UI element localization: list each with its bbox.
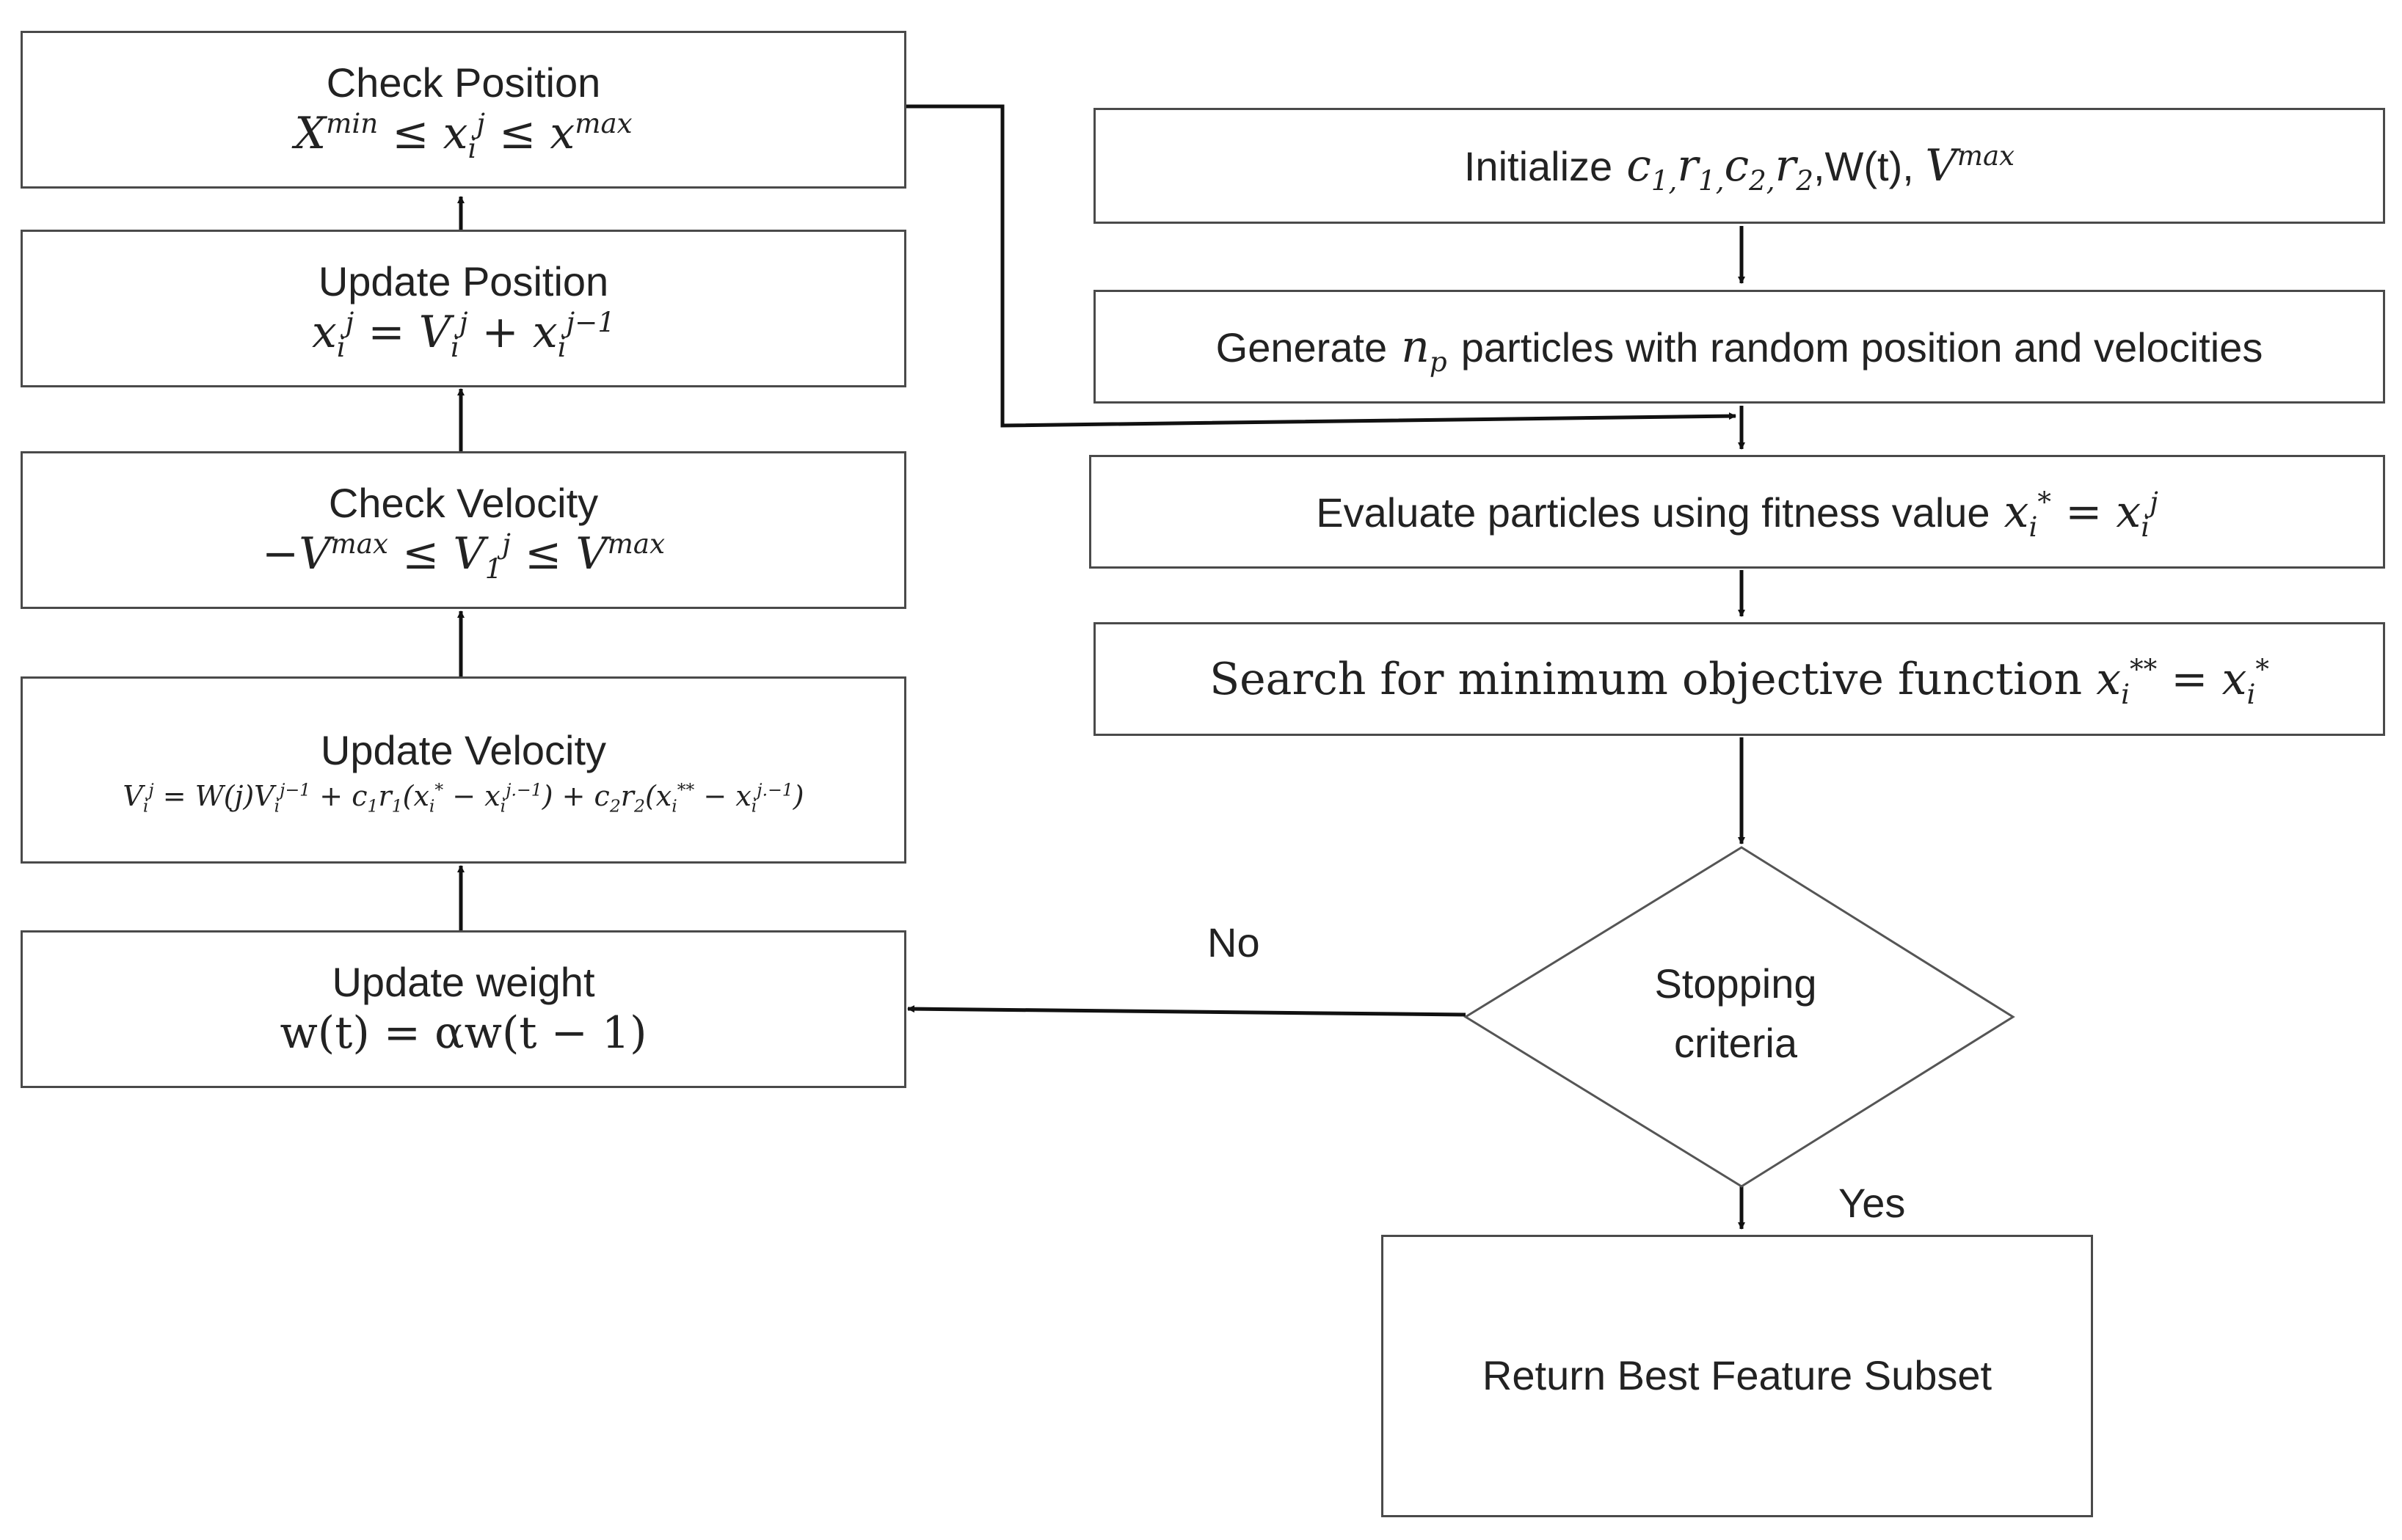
search-text: Search for minimum objective function xi…: [1209, 652, 2269, 710]
search-prefix: Search for minimum objective function: [1209, 653, 2083, 705]
generate-text: Generate np particles with random positi…: [1215, 321, 2263, 378]
update-weight-box: Update weight w(t) = αw(t − 1): [21, 930, 906, 1088]
evaluate-box: Evaluate particles using fitness value x…: [1089, 455, 2385, 569]
update-velocity-formula: Vij = W(j)Vij−1 + c1r1(xi* − xij.−1) + c…: [123, 779, 804, 817]
update-velocity-box: Update Velocity Vij = W(j)Vij−1 + c1r1(x…: [21, 676, 906, 864]
edge-label-no: No: [1207, 919, 1260, 966]
arrow-check-position-loop-to-evaluate: [906, 104, 1736, 428]
check-velocity-title: Check Velocity: [328, 480, 599, 527]
check-velocity-formula: −Vmax ≤ V1j ≤ Vmax: [261, 527, 666, 585]
update-weight-title: Update weight: [332, 959, 595, 1006]
return-box: Return Best Feature Subset: [1381, 1235, 2093, 1517]
check-position-box: Check Position Xmin ≤ xij ≤ xmax: [21, 31, 906, 189]
update-position-box: Update Position xij = Vij + xij−1: [21, 230, 906, 387]
check-velocity-box: Check Velocity −Vmax ≤ V1j ≤ Vmax: [21, 451, 906, 609]
initialize-vmax: Vmax: [1925, 139, 2015, 191]
evaluate-formula: xi* = xij: [1990, 485, 2158, 543]
update-position-formula: xij = Vij + xij−1: [311, 305, 616, 363]
update-weight-formula: w(t) = αw(t − 1): [280, 1007, 647, 1059]
check-position-formula: Xmin ≤ xij ≤ xmax: [294, 106, 633, 164]
arrow-decision-no-to-update-weight: [907, 1005, 1466, 1017]
search-box: Search for minimum objective function xi…: [1093, 622, 2385, 736]
evaluate-text: Evaluate particles using fitness value x…: [1316, 485, 2158, 543]
generate-prefix: Generate: [1215, 324, 1388, 371]
evaluate-prefix: Evaluate particles using fitness value: [1316, 489, 1990, 536]
decision-line1: Stopping: [1654, 960, 1817, 1007]
decision-label: Stopping criteria: [1464, 954, 2007, 1073]
search-formula: xi** = xi*: [2082, 652, 2269, 710]
return-title: Return Best Feature Subset: [1482, 1352, 1992, 1399]
generate-suffix: particles with random position and veloc…: [1460, 324, 2263, 371]
decision-diamond: [1463, 846, 2015, 1188]
edge-label-yes: Yes: [1838, 1180, 1906, 1226]
initialize-params: c1,r1,c2,r2: [1612, 140, 1813, 197]
generate-box: Generate np particles with random positi…: [1093, 290, 2385, 404]
decision-line2: criteria: [1673, 1020, 1798, 1067]
update-position-title: Update Position: [318, 258, 609, 305]
initialize-mid: ,W(t),: [1813, 143, 1926, 189]
generate-np: np: [1387, 321, 1447, 378]
update-velocity-title: Update Velocity: [320, 726, 607, 773]
initialize-prefix: Initialize: [1463, 143, 1613, 189]
check-position-title: Check Position: [326, 59, 601, 106]
initialize-box: Initialize c1,r1,c2,r2 ,W(t), Vmax: [1093, 108, 2385, 224]
initialize-text: Initialize c1,r1,c2,r2 ,W(t), Vmax: [1463, 139, 2015, 197]
